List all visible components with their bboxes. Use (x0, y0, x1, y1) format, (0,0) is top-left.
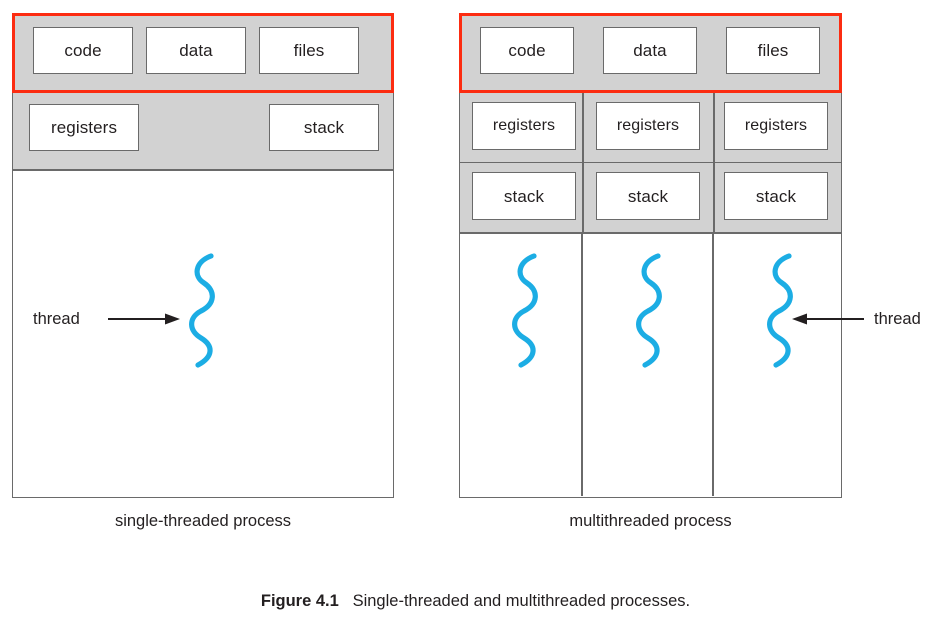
column-1-cell-registers[interactable]: registers (596, 102, 700, 150)
thread-label-right: thread (874, 310, 921, 328)
thread-area-single (12, 170, 394, 498)
per-thread-cell-stack[interactable]: stack (269, 104, 379, 151)
column-0-cell-registers[interactable]: registers (472, 102, 576, 150)
column-divider-2 (713, 93, 715, 163)
shared-cell-files[interactable]: files (726, 27, 820, 74)
shared-cell-code[interactable]: code (33, 27, 133, 74)
shared-cell-data[interactable]: data (603, 27, 697, 74)
caption-single-threaded: single-threaded process (114, 512, 292, 530)
column-2-cell-registers[interactable]: registers (724, 102, 828, 150)
figure-caption-text: Single-threaded and multithreaded proces… (352, 592, 691, 610)
per-thread-resources-row-single: registers stack (12, 93, 394, 170)
column-divider-1 (581, 234, 583, 496)
registers-row-multi: registers registers registers (459, 93, 842, 163)
thread-area-multi (459, 233, 842, 498)
multithreaded-process-diagram: code data files registers registers regi… (459, 13, 842, 498)
column-0-cell-stack[interactable]: stack (472, 172, 576, 220)
thread-squiggle-2 (628, 252, 674, 370)
shared-resources-band-multi: code data files (459, 13, 842, 93)
column-1-cell-stack[interactable]: stack (596, 172, 700, 220)
thread-squiggle-1 (504, 252, 550, 370)
figure-number: Figure 4.1 (260, 592, 339, 610)
shared-cell-code[interactable]: code (480, 27, 574, 74)
column-divider-1 (582, 163, 584, 233)
stack-row-multi: stack stack stack (459, 163, 842, 233)
thread-label-left: thread (33, 310, 80, 328)
column-divider-1 (582, 93, 584, 163)
figure-caption: Figure 4.1 Single-threaded and multithre… (0, 592, 951, 611)
shared-cell-data[interactable]: data (146, 27, 246, 74)
caption-multithreaded: multithreaded process (569, 512, 732, 530)
column-divider-2 (713, 163, 715, 233)
shared-resources-band-single: code data files (12, 13, 394, 93)
column-2-cell-stack[interactable]: stack (724, 172, 828, 220)
column-divider-2 (712, 234, 714, 496)
thread-arrow-left (108, 311, 182, 327)
per-thread-cell-registers[interactable]: registers (29, 104, 139, 151)
thread-arrow-right (790, 311, 864, 327)
thread-squiggle-3 (759, 252, 805, 370)
single-threaded-process-diagram: code data files registers stack (12, 13, 394, 498)
shared-cell-files[interactable]: files (259, 27, 359, 74)
thread-squiggle-1 (181, 252, 227, 370)
figure-caption-spacer (339, 592, 353, 610)
